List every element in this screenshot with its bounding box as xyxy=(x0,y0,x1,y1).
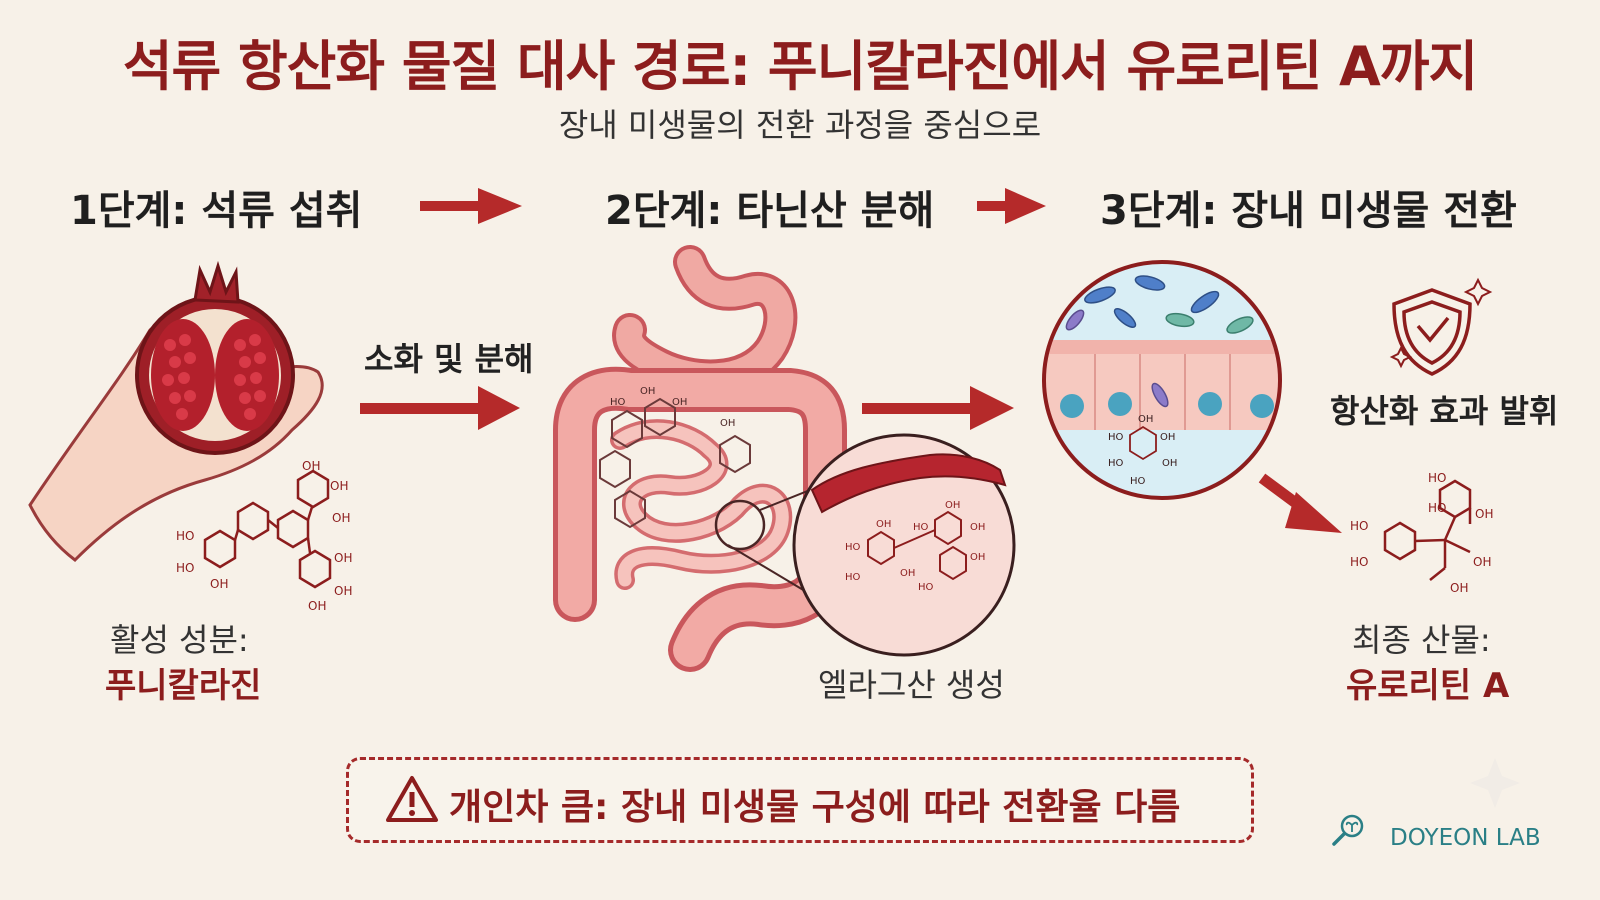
step-3-label: 3단계: 장내 미생물 전환 xyxy=(1100,188,1517,234)
chem-oh-2: OH xyxy=(330,479,348,493)
individual-variation-text: 개인차 큼: 장내 미생물 구성에 따라 전환율 다름 xyxy=(449,787,1181,828)
ellagic-acid-magnifier xyxy=(792,433,1016,657)
chem-ho-ea-4: HO xyxy=(918,582,934,593)
ellagic-acid-label: 엘라그산 생성 xyxy=(818,666,1005,704)
digestion-arrow xyxy=(360,386,520,430)
chem-oh-5: OH xyxy=(334,551,352,565)
page-title: 석류 항산화 물질 대사 경로: 푸니칼라진에서 유로리틴 A까지 xyxy=(122,35,1478,98)
chem-ho-1: HO xyxy=(176,529,194,543)
page-subtitle: 장내 미생물의 전환 과정을 중심으로 xyxy=(558,106,1042,144)
chem-ho-mb-2: HO xyxy=(1108,458,1124,469)
chem-oh-3: OH xyxy=(332,511,350,525)
chem-oh-ea-5: OH xyxy=(970,552,985,563)
sparkle-icon xyxy=(1470,758,1520,808)
chem-oh-6: OH xyxy=(334,584,352,598)
chem-oh-mb-2: OH xyxy=(1160,432,1175,443)
brand-logo-icon xyxy=(1332,814,1364,846)
punicalagin-structure xyxy=(203,469,332,589)
warning-icon xyxy=(386,776,438,822)
chem-ho-mb-1: HO xyxy=(1108,432,1124,443)
chem-oh-4: OH xyxy=(210,577,228,591)
final-product-label: 최종 산물: xyxy=(1352,621,1491,659)
chem-oh-ea-1: OH xyxy=(876,519,891,530)
chem-ho-ua-3: HO xyxy=(1350,519,1368,533)
step-1-label: 1단계: 석류 섭취 xyxy=(70,188,363,234)
brand-name: DOYEON LAB xyxy=(1390,825,1541,851)
chem-ho-mb-3: HO xyxy=(1130,476,1146,487)
pomegranate-hand-illustration xyxy=(28,260,324,562)
conversion-arrow xyxy=(862,386,1014,430)
urolithin-a-structure xyxy=(1383,479,1472,581)
antioxidant-effect-label: 항산화 효과 발휘 xyxy=(1330,392,1559,430)
ellagic-acid-structure xyxy=(867,510,967,581)
shield-icon xyxy=(1389,277,1493,376)
chem-oh-ea-3: OH xyxy=(945,500,960,511)
chem-oh-7: OH xyxy=(308,599,326,613)
gut-microbiome-circle xyxy=(1042,260,1282,500)
chem-oh-1: OH xyxy=(302,459,320,473)
chem-ho-ea-3: HO xyxy=(913,522,929,533)
chem-ho-ua-1: HO xyxy=(1428,471,1446,485)
chem-ho-ua-2: HO xyxy=(1428,501,1446,515)
result-arrow xyxy=(1258,473,1342,533)
active-ingredient-label: 활성 성분: xyxy=(110,621,249,659)
chem-ho-ua-4: HO xyxy=(1350,555,1368,569)
step-arrow-2 xyxy=(977,188,1046,224)
chem-oh-mb-1: OH xyxy=(1138,414,1153,425)
chem-oh-gut-1: OH xyxy=(640,386,655,397)
individual-variation-note: 개인차 큼: 장내 미생물 구성에 따라 전환율 다름 xyxy=(346,757,1254,843)
chem-oh-ea-4: OH xyxy=(970,522,985,533)
active-ingredient-name: 푸니칼라진 xyxy=(105,666,262,706)
chem-oh-ea-2: OH xyxy=(900,568,915,579)
step-arrow-1 xyxy=(420,188,522,224)
chem-ho-ea-2: HO xyxy=(845,572,861,583)
final-product-name: 유로리틴 A xyxy=(1346,666,1510,706)
chem-oh-mb-3: OH xyxy=(1162,458,1177,469)
chem-oh-ua-1: OH xyxy=(1475,507,1493,521)
step-2-label: 2단계: 타닌산 분해 xyxy=(605,188,935,234)
chem-oh-ua-3: OH xyxy=(1450,581,1468,595)
chem-oh-gut-3: OH xyxy=(720,418,735,429)
chem-oh-gut-2: OH xyxy=(672,397,687,408)
digestion-label: 소화 및 분해 xyxy=(364,340,534,378)
chem-ho-2: HO xyxy=(176,561,194,575)
chem-oh-ua-2: OH xyxy=(1473,555,1491,569)
digestive-tract-illustration xyxy=(553,245,847,672)
chem-ho-ea-1: HO xyxy=(845,542,861,553)
chem-ho-gut-1: HO xyxy=(610,397,626,408)
